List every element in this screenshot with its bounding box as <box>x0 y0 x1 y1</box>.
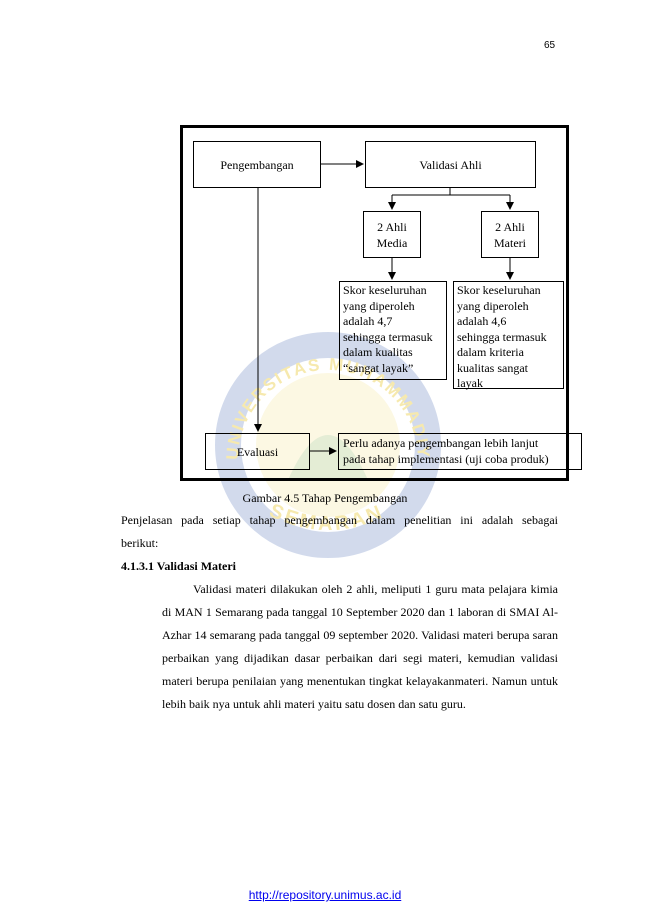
skor-media-line: yang diperoleh <box>343 298 415 313</box>
skor-materi-line: kualitas sangat <box>457 360 528 375</box>
skor-media-line: “sangat layak” <box>343 360 414 375</box>
figure-caption: Gambar 4.5 Tahap Pengembangan <box>242 491 408 505</box>
box-ahli-materi: 2 Ahli Materi <box>481 211 539 258</box>
skor-media-line: Skor keseluruhan <box>343 283 427 297</box>
skor-materi-line: sehingga termasuk <box>457 329 547 344</box>
section-heading: 4.1.3.1 Validasi Materi <box>121 559 237 573</box>
repository-link[interactable]: http://repository.unimus.ac.id <box>248 888 402 902</box>
intro-paragraph-line: berikut: <box>121 536 159 550</box>
skor-media-line: dalam kualitas <box>343 345 413 359</box>
ahli-materi-line: 2 Ahli <box>495 219 525 234</box>
university-seal-watermark: UNIVERSITAS MUHAMMADIYAH SEMARANG <box>198 330 441 558</box>
body-paragraph: Validasi materi dilakukan oleh 2 ahli, m… <box>162 582 558 711</box>
intro-paragraph-line: Penjelasan pada setiap tahap pengembanga… <box>121 513 558 527</box>
skor-materi-line: layak <box>457 376 483 390</box>
box-skor-media: Skor keseluruhan yang diperoleh adalah 4… <box>339 281 447 380</box>
box-validasi-ahli-label: Validasi Ahli <box>419 157 482 172</box>
ahli-materi-line: Materi <box>494 235 526 250</box>
box-pengembangan-label: Pengembangan <box>220 157 294 172</box>
diagram-frame <box>180 125 569 481</box>
box-ahli-media: 2 Ahli Media <box>363 211 421 258</box>
skor-materi-line: yang diperoleh <box>457 298 529 313</box>
skor-materi-line: Skor keseluruhan <box>457 283 541 297</box>
box-skor-materi: Skor keseluruhan yang diperoleh adalah 4… <box>453 281 564 390</box>
box-pengembangan: Pengembangan <box>193 141 321 188</box>
skor-materi-line: dalam kriteria <box>457 345 524 359</box>
ahli-media-line: 2 Ahli <box>377 219 407 234</box>
skor-media-line: adalah 4,7 <box>343 314 393 328</box>
page-number: 65 <box>544 40 556 51</box>
perlu-line: pada tahap implementasi (uji coba produk… <box>343 451 549 466</box>
skor-media-line: sehingga termasuk <box>343 329 433 344</box>
box-pengembangan-lanjut: Perlu adanya pengembangan lebih lanjut p… <box>338 433 582 470</box>
perlu-line: Perlu adanya pengembangan lebih lanjut <box>343 436 539 450</box>
box-evaluasi: Evaluasi <box>205 433 310 470</box>
box-evaluasi-label: Evaluasi <box>236 444 279 459</box>
skor-materi-line: adalah 4,6 <box>457 314 507 328</box>
ahli-media-line: Media <box>376 235 408 250</box>
box-validasi-ahli: Validasi Ahli <box>365 141 536 188</box>
